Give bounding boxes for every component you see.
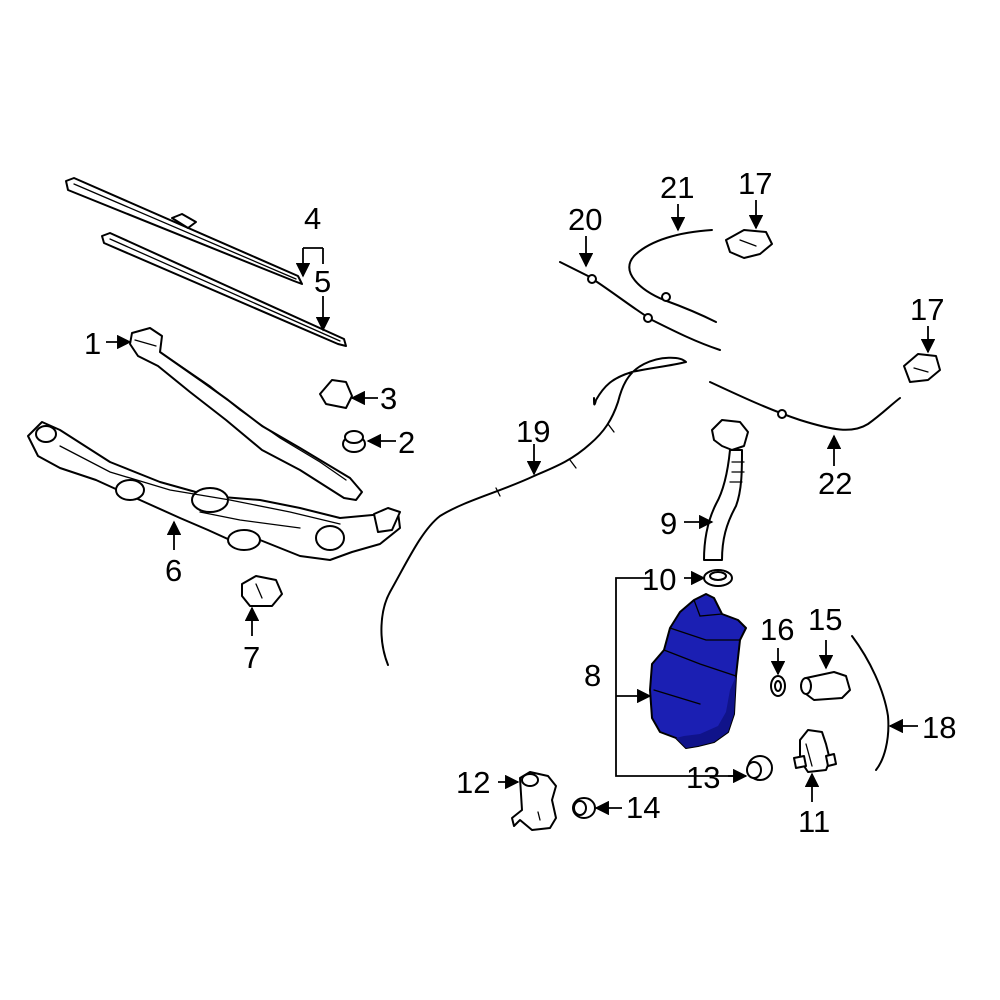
washer-pump-12 xyxy=(511,771,557,831)
pump-grommet-14 xyxy=(572,797,596,819)
leader-lines xyxy=(106,200,936,816)
callout-7: 7 xyxy=(243,640,261,675)
level-sensor xyxy=(800,671,851,701)
washer-hose-20 xyxy=(559,261,721,351)
callout-10: 10 xyxy=(642,562,677,597)
motor-connector xyxy=(241,575,283,607)
grommet xyxy=(703,569,733,587)
callout-11: 11 xyxy=(798,804,831,839)
callout-8: 8 xyxy=(584,658,602,693)
washer-pump-11 xyxy=(793,729,837,773)
callout-12: 12 xyxy=(456,765,491,800)
callout-4: 4 xyxy=(304,201,322,236)
callout-2: 2 xyxy=(398,425,416,460)
filler-neck xyxy=(703,419,749,561)
wiper-blade-upper xyxy=(65,177,303,285)
callout-16: 16 xyxy=(760,612,795,647)
washer-hose-21 xyxy=(628,229,717,323)
callout-18: 18 xyxy=(922,710,957,745)
leader-8-bracket xyxy=(615,577,740,777)
callout-14: 14 xyxy=(626,790,661,825)
pump-grommet-13 xyxy=(746,755,773,781)
callout-17-upper: 17 xyxy=(738,166,773,201)
wiper-blade-lower xyxy=(101,232,347,347)
callout-22: 22 xyxy=(818,466,853,501)
o-ring xyxy=(770,675,786,697)
callout-20: 20 xyxy=(568,202,603,237)
callout-9: 9 xyxy=(660,506,678,541)
hose-clip-upper xyxy=(725,229,773,259)
callout-17-lower: 17 xyxy=(910,292,945,327)
callout-3: 3 xyxy=(380,381,398,416)
wiper-linkage-motor xyxy=(27,421,401,561)
callout-13: 13 xyxy=(686,760,721,795)
pivot-nut xyxy=(342,430,366,453)
arm-cap xyxy=(319,379,353,409)
washer-hose-22 xyxy=(709,381,901,431)
callout-15: 15 xyxy=(808,602,843,637)
wiper-arm xyxy=(129,327,363,501)
washer-hose-long xyxy=(380,356,687,666)
callout-21: 21 xyxy=(660,170,695,205)
washer-reservoir xyxy=(649,593,747,749)
callout-19: 19 xyxy=(516,414,551,449)
callout-1: 1 xyxy=(84,326,102,361)
hose-clip-lower xyxy=(903,353,941,383)
callout-6: 6 xyxy=(165,553,183,588)
callout-5: 5 xyxy=(314,264,332,299)
drain-hose xyxy=(851,635,890,771)
